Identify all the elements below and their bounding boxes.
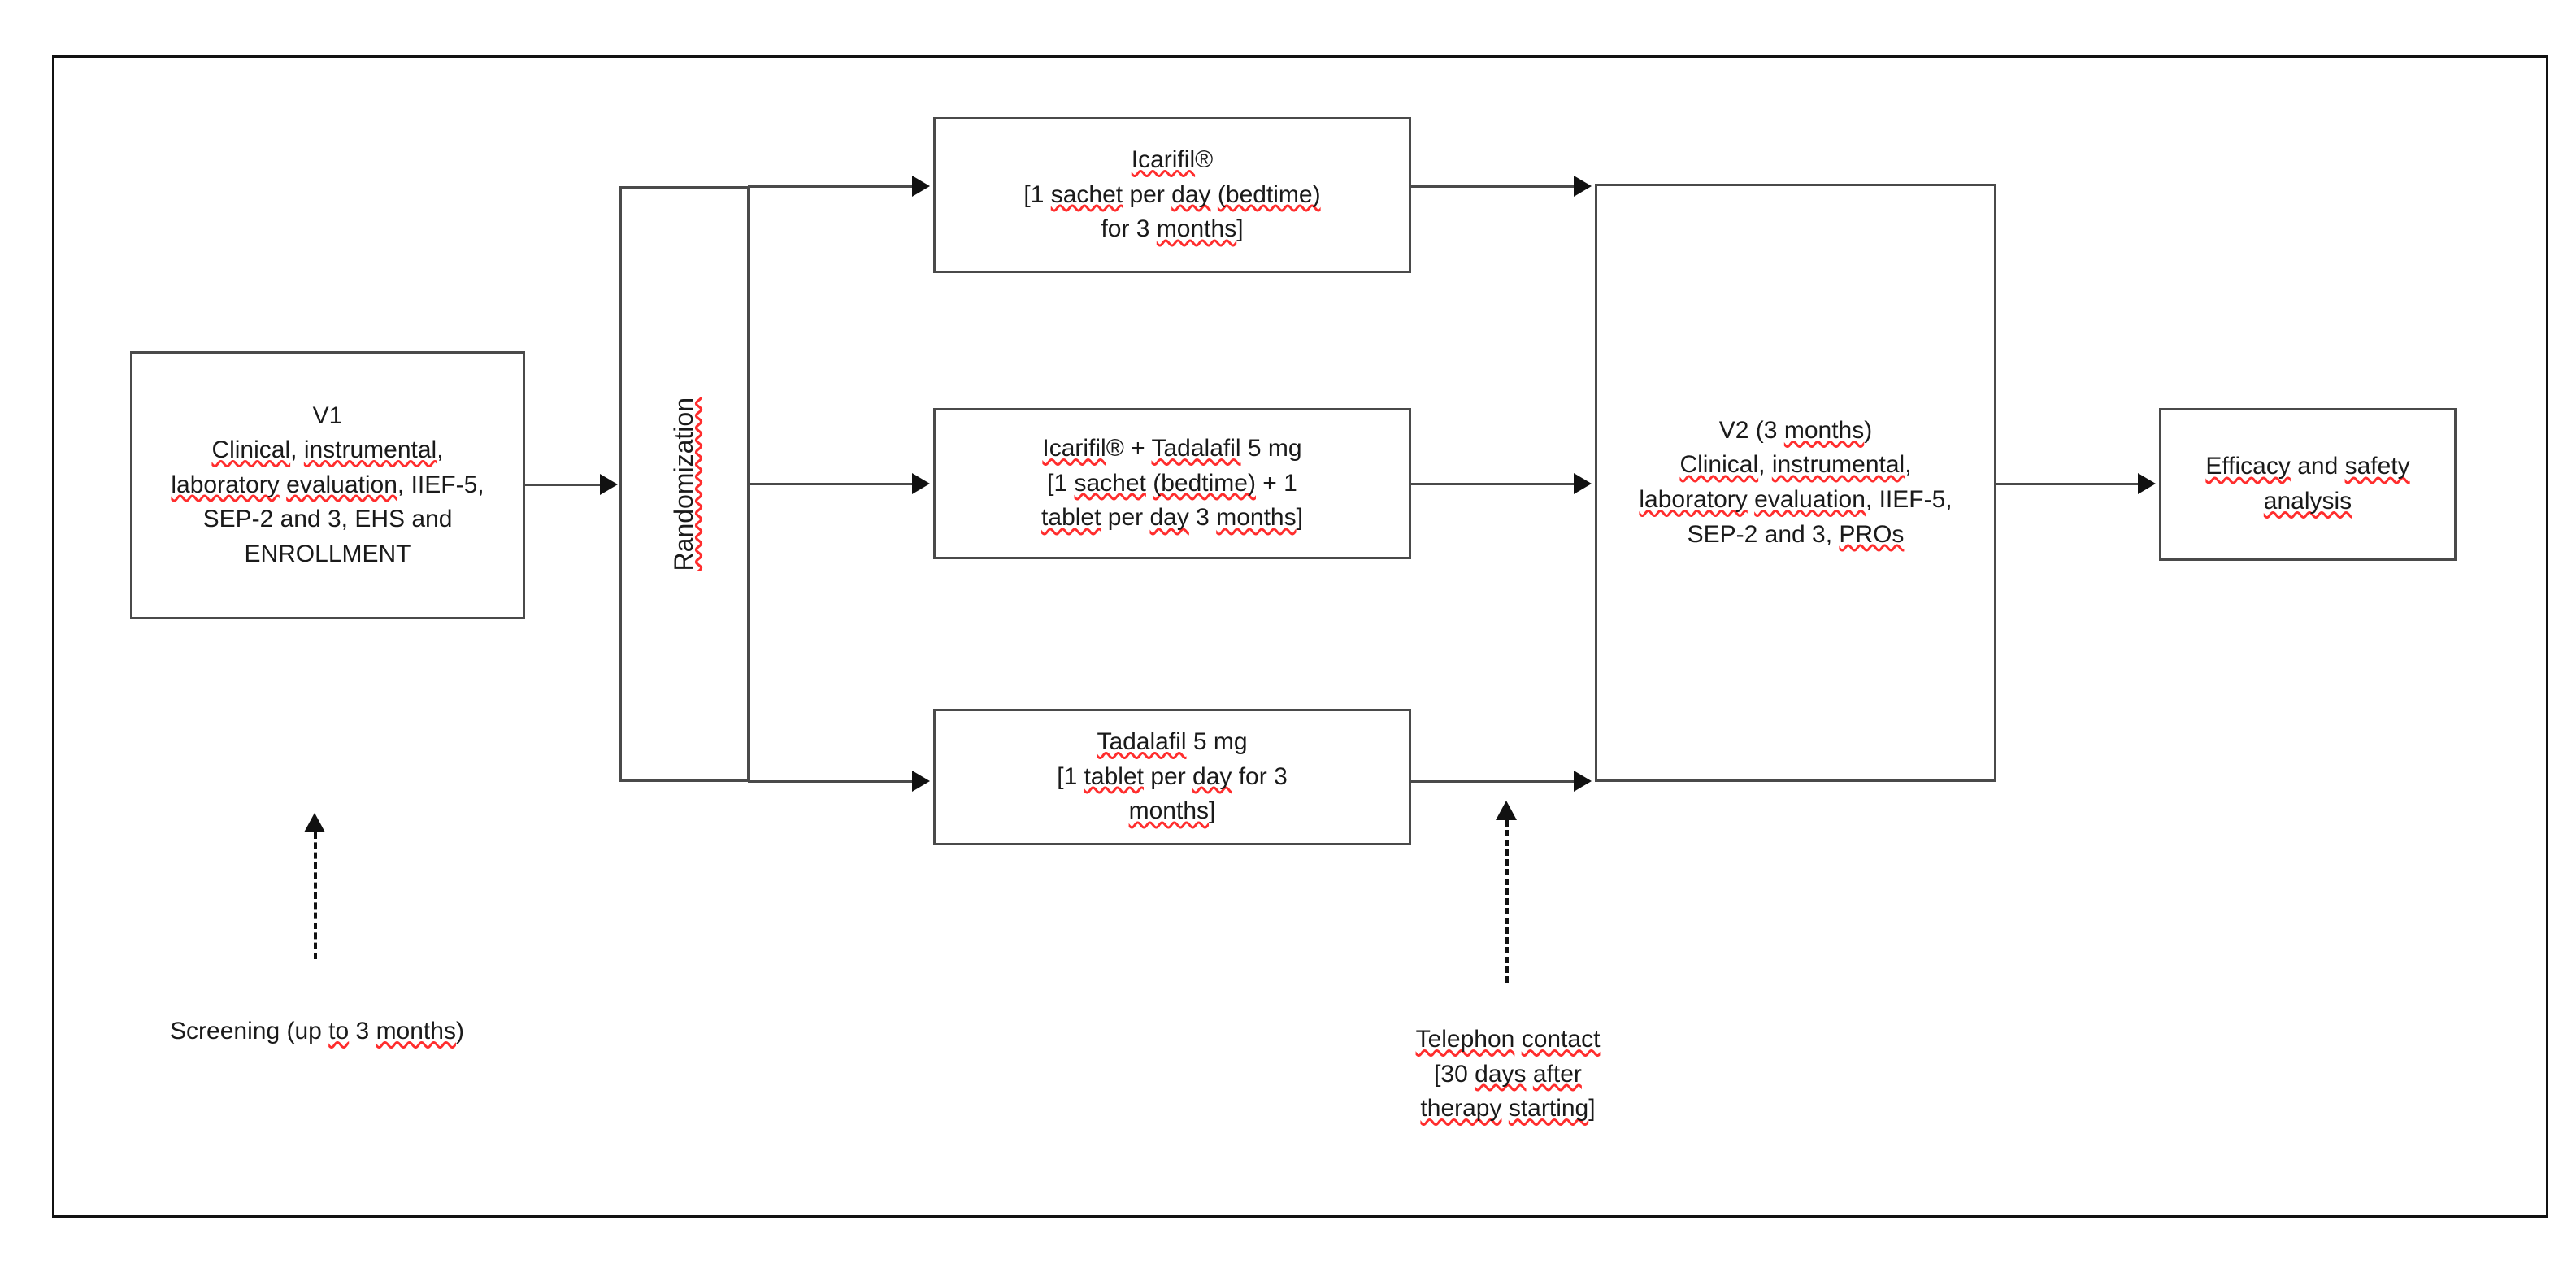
- node-randomization: Randomization: [619, 186, 749, 782]
- dashed-connector-telephone: [1505, 820, 1509, 983]
- arrowhead-randomization-to-tadalafil: [912, 771, 930, 792]
- node-arm-icarifil-tadalafil-label: Icarifil® + Tadalafil 5 mg[1 sachet (bed…: [1041, 435, 1303, 532]
- edge-icarifil-to-v2: [1411, 185, 1575, 188]
- arrowhead-screening-annotation: [304, 813, 325, 832]
- edge-v1-to-randomization: [525, 484, 602, 486]
- edge-randomization-to-tadalafil: [748, 780, 914, 783]
- arrowhead-telephone-annotation: [1496, 801, 1517, 820]
- arrowhead-randomization-to-combo: [912, 473, 930, 494]
- dashed-connector-screening: [314, 832, 317, 959]
- arrowhead-icarifil-to-v2: [1574, 176, 1592, 197]
- arrowhead-randomization-to-icarifil: [912, 176, 930, 197]
- edge-tadalafil-to-v2: [1411, 780, 1575, 783]
- arrowhead-tadalafil-to-v2: [1574, 771, 1592, 792]
- node-randomization-label: Randomization: [669, 397, 699, 571]
- node-arm-icarifil-label: Icarifil®[1 sachet per day (bedtime)for …: [1023, 146, 1321, 243]
- edge-v2-to-analysis: [1996, 483, 2139, 485]
- annotation-screening: Screening (up to 3 months): [170, 1018, 464, 1044]
- node-arm-icarifil: Icarifil®[1 sachet per day (bedtime)for …: [933, 117, 1411, 273]
- arrowhead-combo-to-v2: [1574, 473, 1592, 494]
- node-v2-label: V2 (3 months)Clinical, instrumental,labo…: [1639, 416, 1953, 548]
- edge-randomization-to-icarifil: [748, 185, 914, 188]
- node-v2: V2 (3 months)Clinical, instrumental,labo…: [1595, 184, 1996, 782]
- arrowhead-v2-to-analysis: [2138, 473, 2156, 494]
- edge-combo-to-v2: [1411, 483, 1575, 485]
- node-arm-icarifil-tadalafil: Icarifil® + Tadalafil 5 mg[1 sachet (bed…: [933, 408, 1411, 559]
- arrowhead-v1-to-randomization: [600, 474, 618, 495]
- edge-randomization-to-combo: [748, 483, 914, 485]
